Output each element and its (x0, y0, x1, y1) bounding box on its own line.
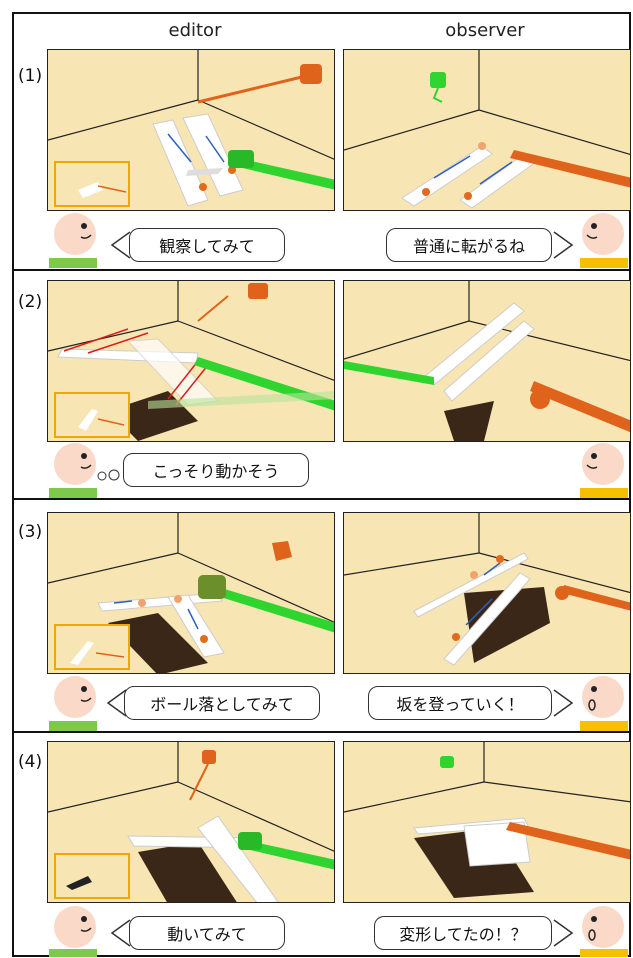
panel-divider (12, 731, 631, 733)
observer-badge (580, 949, 628, 957)
panel-label: (4) (18, 752, 43, 772)
editor-thought-2: こっそり動かそう (123, 453, 309, 487)
editor-header: editor (168, 20, 222, 41)
editor-face (54, 676, 96, 718)
editor-view-2 (47, 280, 335, 442)
speech-pointer (110, 919, 131, 947)
observer-view-3 (343, 512, 631, 674)
panel-label: (2) (18, 292, 43, 312)
observer-view-1 (343, 49, 631, 211)
speech-pointer (553, 231, 574, 259)
observer-badge (580, 721, 628, 731)
comic-frame (12, 12, 631, 957)
editor-view-1 (47, 49, 335, 211)
editor-face (54, 213, 96, 255)
observer-view-2 (343, 280, 631, 442)
editor-speech-3: ボール落としてみて (124, 686, 320, 720)
observer-speech-3: 坂を登っていく！ (368, 686, 552, 720)
editor-badge (49, 488, 97, 498)
editor-speech-1: 観察してみて (129, 228, 285, 262)
speech-pointer (106, 689, 127, 717)
observer-speech-1: 普通に転がるね (386, 228, 552, 262)
thought-dots-icon (97, 469, 120, 481)
speech-pointer (110, 231, 131, 259)
panel-label: (3) (18, 522, 43, 542)
editor-speech-4: 動いてみて (129, 916, 285, 950)
observer-speech-4: 変形してたの！？ (374, 916, 552, 950)
editor-view-3 (47, 512, 335, 674)
speech-pointer (553, 919, 574, 947)
panel-label: (1) (18, 66, 43, 86)
editor-view-4 (47, 741, 335, 903)
panel-divider (12, 269, 631, 271)
editor-face (54, 906, 96, 948)
observer-face (582, 213, 624, 255)
editor-badge (49, 949, 97, 957)
observer-view-4 (343, 741, 631, 903)
panel-divider (12, 498, 631, 500)
editor-face (54, 443, 96, 485)
speech-pointer (553, 689, 574, 717)
observer-face (582, 906, 624, 948)
observer-badge (580, 258, 628, 268)
observer-face (582, 676, 624, 718)
editor-badge (49, 721, 97, 731)
observer-header: observer (445, 20, 525, 41)
observer-face (582, 443, 624, 485)
editor-badge (49, 258, 97, 268)
observer-badge (580, 488, 628, 498)
